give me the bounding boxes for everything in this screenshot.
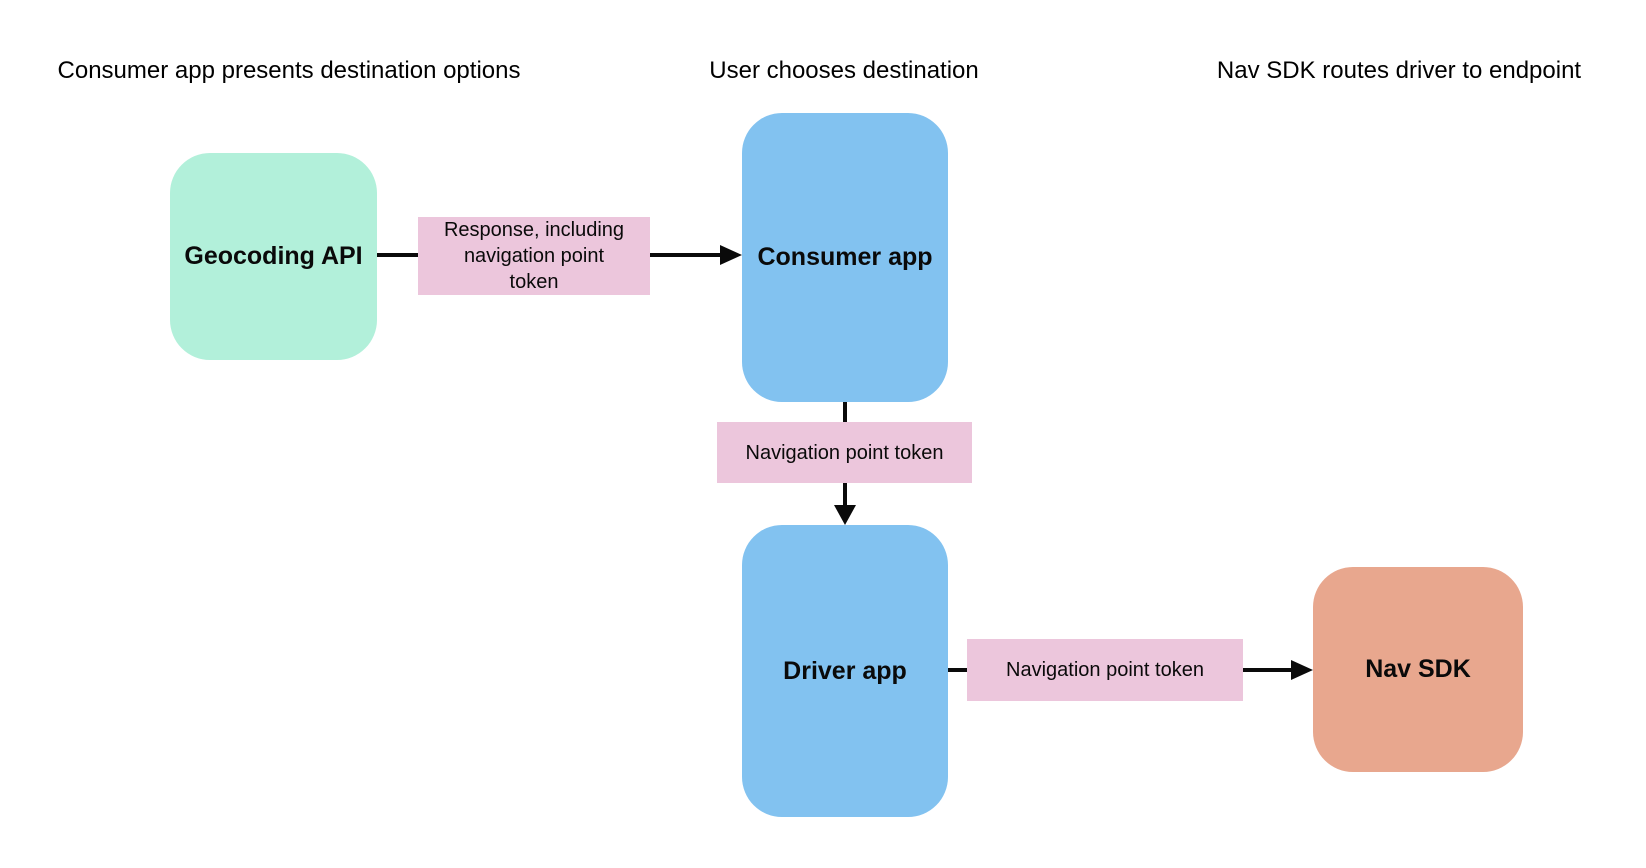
- column-header-consumer-presents: Consumer app presents destination option…: [57, 57, 521, 84]
- column-header-nav-sdk-routes: Nav SDK routes driver to endpoint: [1216, 57, 1582, 84]
- arrowhead-right-icon: [1291, 660, 1313, 680]
- edge-label-navigation-point-token-1: Navigation point token: [717, 422, 972, 483]
- connector-geocoding-to-label: [377, 253, 418, 257]
- arrowhead-down-icon: [834, 505, 856, 525]
- connector-consumer-to-label: [843, 402, 847, 422]
- arrowhead-right-icon: [720, 245, 742, 265]
- node-label-driver-app: Driver app: [783, 656, 907, 685]
- edge-label-response-token: Response, including navigation point tok…: [418, 217, 650, 295]
- node-geocoding-api: Geocoding API: [170, 153, 377, 360]
- node-nav-sdk: Nav SDK: [1313, 567, 1523, 772]
- node-label-geocoding-api: Geocoding API: [184, 242, 363, 270]
- column-header-user-chooses: User chooses destination: [709, 57, 979, 84]
- node-driver-app: Driver app: [742, 525, 948, 817]
- connector-label-to-driver: [843, 483, 847, 507]
- connector-label-to-consumer: [650, 253, 722, 257]
- node-consumer-app: Consumer app: [742, 113, 948, 402]
- edge-label-navigation-point-token-2: Navigation point token: [967, 639, 1243, 701]
- node-label-consumer-app: Consumer app: [757, 243, 933, 271]
- node-label-nav-sdk: Nav SDK: [1365, 655, 1471, 683]
- connector-label-to-navsdk: [1243, 668, 1293, 672]
- connector-driver-to-label: [948, 668, 967, 672]
